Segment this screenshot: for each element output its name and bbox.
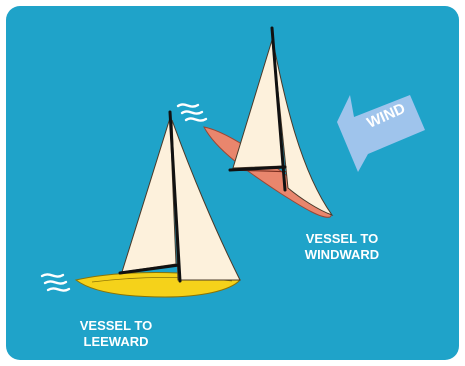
leeward-jib [171, 119, 241, 281]
leeward-vessel [74, 110, 241, 298]
leeward-label-line1: VESSEL TO [80, 318, 153, 333]
water-panel [6, 6, 459, 360]
windward-wake-icon [176, 103, 208, 122]
leeward-wake-icon [40, 273, 71, 292]
windward-label-line2: WINDWARD [305, 247, 379, 262]
leeward-boom [118, 263, 181, 275]
windward-boom [228, 165, 287, 172]
windward-mast [270, 26, 287, 192]
leeward-mast [168, 110, 182, 283]
windward-vessel [203, 26, 334, 218]
windward-label-line1: VESSEL TO [306, 231, 379, 246]
leeward-label-line2: LEEWARD [84, 334, 149, 349]
